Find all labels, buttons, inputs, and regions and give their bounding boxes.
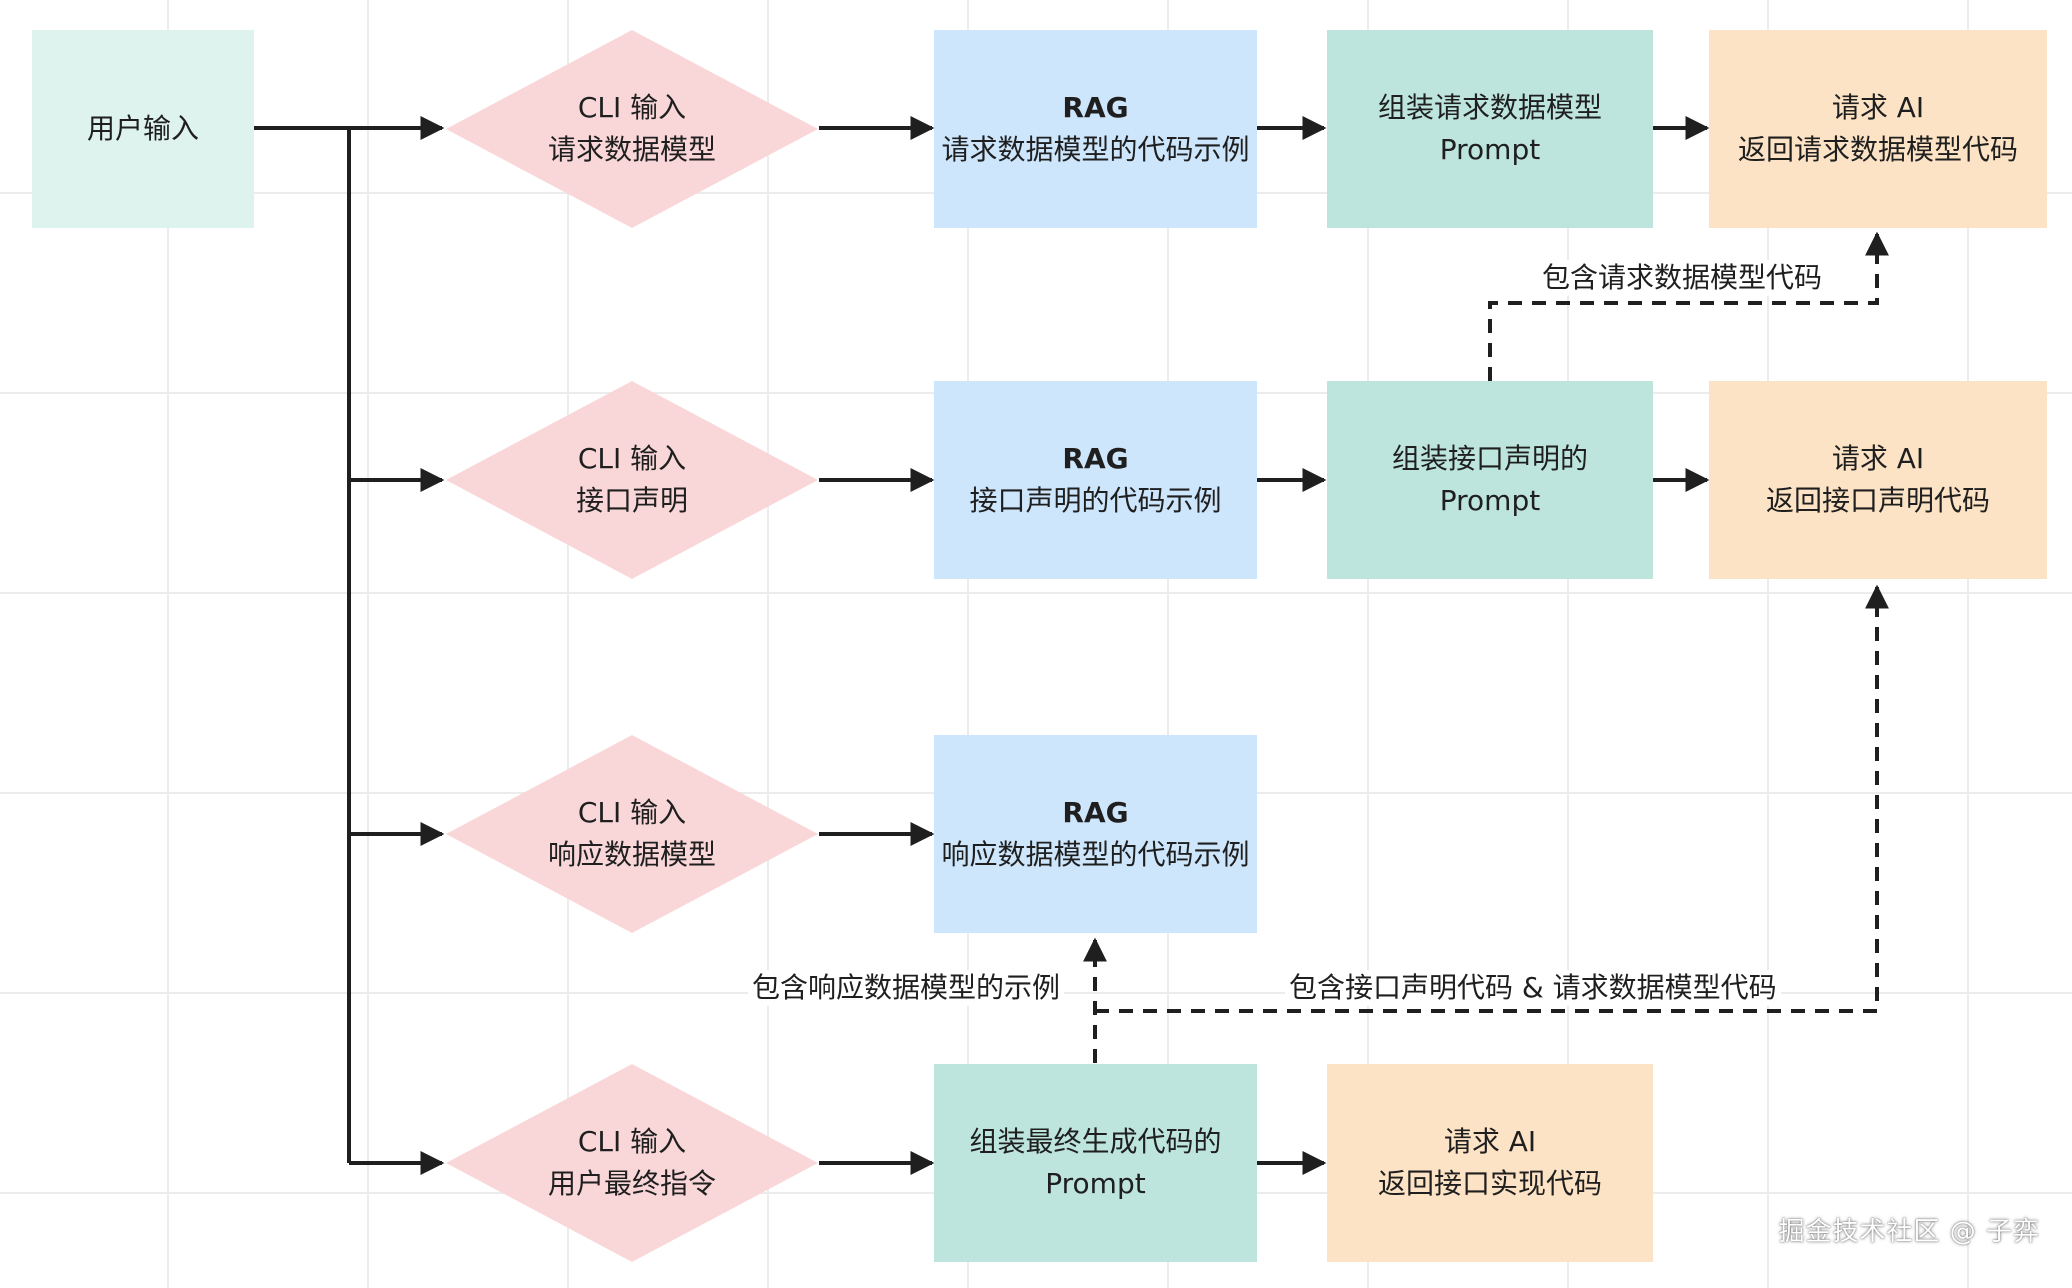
prompt-interface-node[interactable]: 组装接口声明的 Prompt — [1327, 381, 1653, 579]
cli-interface-diamond[interactable]: CLI 输入 接口声明 — [446, 381, 818, 579]
edge-label-includes-response-model-example: 包含响应数据模型的示例 — [748, 970, 1065, 1006]
prompt-request-model-line2: Prompt — [1439, 133, 1541, 166]
ai-request-model-line1: 请求 AI — [1831, 91, 1925, 124]
edge-dashed-to-ai-interface — [1095, 584, 1889, 1013]
rag-interface-title: RAG — [1062, 442, 1129, 475]
cli-final-instruction-line1: CLI 输入 — [577, 1125, 687, 1158]
diamond-shape — [446, 30, 818, 228]
prompt-final-node[interactable]: 组装最终生成代码的 Prompt — [934, 1064, 1257, 1262]
cli-final-instruction-diamond[interactable]: CLI 输入 用户最终指令 — [446, 1064, 818, 1262]
edge-label-includes-request-model-code: 包含请求数据模型代码 — [1538, 260, 1827, 296]
ai-interface-line1: 请求 AI — [1831, 442, 1925, 475]
cli-request-model-diamond[interactable]: CLI 输入 请求数据模型 — [446, 30, 818, 228]
prompt-request-model-line1: 组装请求数据模型 — [1377, 91, 1602, 124]
cli-interface-line2: 接口声明 — [575, 484, 688, 517]
diamond-shape — [446, 1064, 818, 1262]
ai-final-line1: 请求 AI — [1443, 1125, 1537, 1158]
diamond-shape — [446, 381, 818, 579]
rag-response-model-title: RAG — [1062, 796, 1129, 829]
cli-response-model-line1: CLI 输入 — [577, 796, 687, 829]
rag-interface-node[interactable]: RAG 接口声明的代码示例 — [934, 381, 1257, 579]
diamond-shape — [446, 735, 818, 933]
cli-response-model-line2: 响应数据模型 — [547, 838, 716, 871]
prompt-interface-line2: Prompt — [1439, 484, 1541, 517]
ai-final-line2: 返回接口实现代码 — [1377, 1167, 1602, 1200]
prompt-final-line2: Prompt — [1045, 1167, 1146, 1200]
rag-response-model-node[interactable]: RAG 响应数据模型的代码示例 — [934, 735, 1257, 933]
rag-response-model-subtitle: 响应数据模型的代码示例 — [941, 838, 1250, 871]
rag-request-model-subtitle: 请求数据模型的代码示例 — [941, 133, 1250, 166]
cli-request-model-line2: 请求数据模型 — [547, 133, 716, 166]
ai-final-node[interactable]: 请求 AI 返回接口实现代码 — [1327, 1064, 1653, 1262]
user-input-label: 用户输入 — [86, 112, 199, 145]
ai-interface-node[interactable]: 请求 AI 返回接口声明代码 — [1709, 381, 2047, 579]
edge-dashed-prompt-interface-to-ai-request — [1488, 231, 1889, 381]
prompt-request-model-node[interactable]: 组装请求数据模型 Prompt — [1327, 30, 1653, 228]
prompt-final-line1: 组装最终生成代码的 — [969, 1125, 1222, 1158]
user-input-node[interactable]: 用户输入 — [32, 30, 254, 228]
cli-request-model-line1: CLI 输入 — [577, 91, 687, 124]
prompt-interface-line1: 组装接口声明的 — [1391, 442, 1588, 475]
watermark: 掘金技术社区 @ 子弈 — [1778, 1217, 2040, 1247]
cli-response-model-diamond[interactable]: CLI 输入 响应数据模型 — [446, 735, 818, 933]
ai-request-model-node[interactable]: 请求 AI 返回请求数据模型代码 — [1709, 30, 2047, 228]
rag-request-model-node[interactable]: RAG 请求数据模型的代码示例 — [934, 30, 1257, 228]
rag-interface-subtitle: 接口声明的代码示例 — [969, 484, 1222, 517]
edge-label-includes-interface-and-request-code: 包含接口声明代码 & 请求数据模型代码 — [1285, 970, 1781, 1006]
ai-request-model-line2: 返回请求数据模型代码 — [1737, 133, 2018, 166]
cli-interface-line1: CLI 输入 — [577, 442, 687, 475]
rag-request-model-title: RAG — [1062, 91, 1129, 124]
ai-interface-line2: 返回接口声明代码 — [1765, 484, 1990, 517]
cli-final-instruction-line2: 用户最终指令 — [547, 1167, 716, 1200]
